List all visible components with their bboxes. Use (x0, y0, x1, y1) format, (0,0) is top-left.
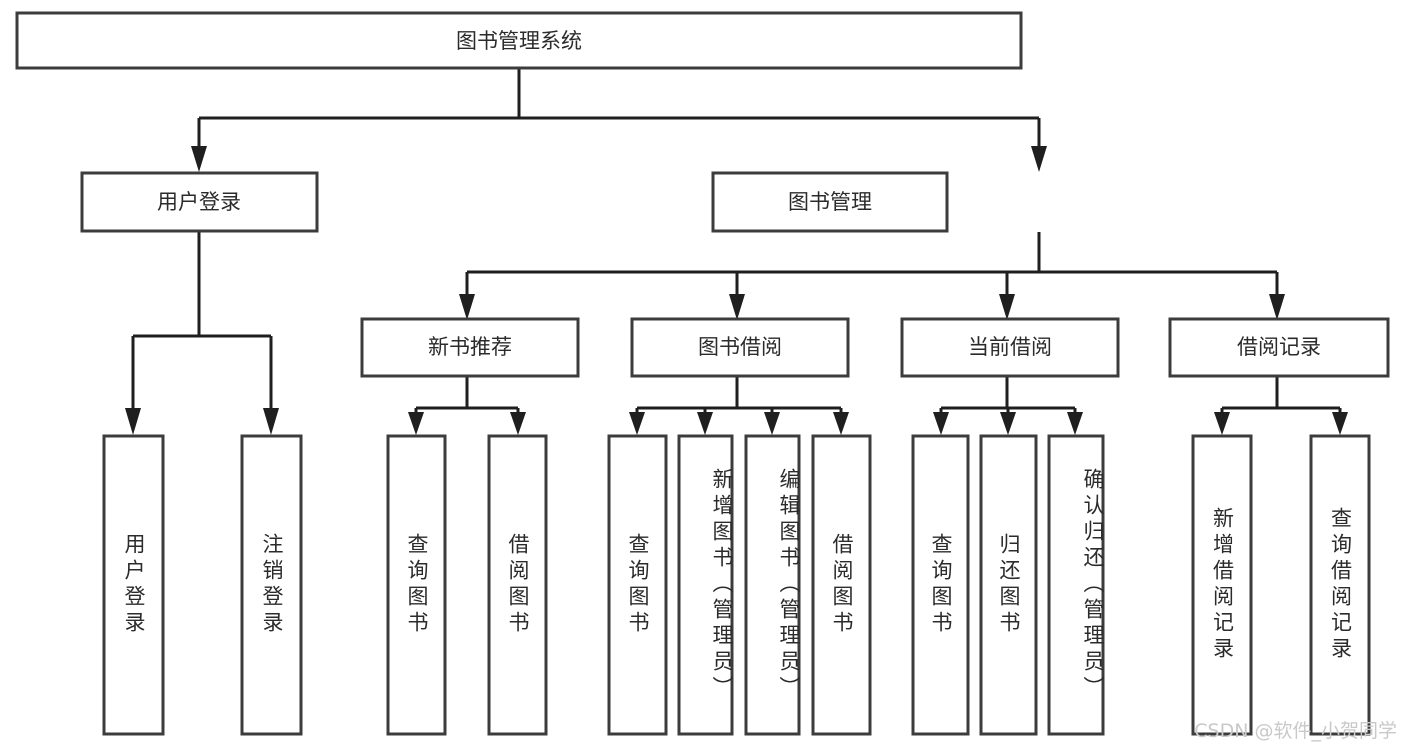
connector-borrowrecord-to-leaves (1214, 376, 1348, 435)
csdn-watermark: CSDN @软件_小贺同学 (1194, 720, 1397, 742)
connector-newbook-to-leaves (408, 376, 526, 435)
node-current-borrow-label: 当前借阅 (968, 335, 1052, 359)
leaf-node-add-book[interactable] (677, 434, 734, 736)
leaf-node-return-book[interactable] (979, 434, 1038, 736)
node-book-borrow-label: 图书借阅 (698, 335, 782, 359)
node-borrow-record[interactable]: 借阅记录 (1168, 317, 1390, 378)
leaf-node-query-book-3[interactable] (911, 434, 970, 736)
leaf-node-user-login[interactable] (102, 434, 165, 736)
node-root-system[interactable]: 图书管理系统 (15, 11, 1023, 70)
leaf-node-confirm-return[interactable] (1047, 434, 1105, 736)
node-new-book-recommend[interactable]: 新书推荐 (360, 317, 580, 378)
connector-currentborrow-to-leaves (933, 376, 1083, 435)
connector-root-to-level1 (191, 68, 1047, 172)
node-root-label: 图书管理系统 (456, 29, 582, 53)
leaf-node-borrow-book-2[interactable] (811, 434, 872, 736)
node-book-manage[interactable]: 图书管理 (711, 171, 949, 233)
node-book-borrow[interactable]: 图书借阅 (630, 317, 850, 378)
node-user-login[interactable]: 用户登录 (80, 171, 319, 233)
leaf-node-query-record[interactable] (1309, 434, 1371, 736)
leaf-node-query-book-1[interactable] (386, 434, 447, 736)
leaf-node-query-book-2[interactable] (607, 434, 668, 736)
connector-bookborrow-to-leaves (629, 376, 849, 435)
leaf-node-add-record[interactable] (1191, 434, 1253, 736)
node-current-borrow[interactable]: 当前借阅 (900, 317, 1120, 378)
leaf-node-borrow-book-1[interactable] (487, 434, 548, 736)
node-new-book-recommend-label: 新书推荐 (428, 335, 512, 359)
leaf-node-edit-book[interactable] (744, 434, 801, 736)
leaf-node-logout-login[interactable] (240, 434, 303, 736)
connector-bookmanage-to-level2 (459, 232, 1285, 320)
node-borrow-record-label: 借阅记录 (1237, 335, 1321, 359)
connector-userlogin-to-leaves (125, 232, 279, 435)
node-book-manage-label: 图书管理 (788, 190, 872, 214)
node-user-login-label: 用户登录 (157, 190, 241, 214)
